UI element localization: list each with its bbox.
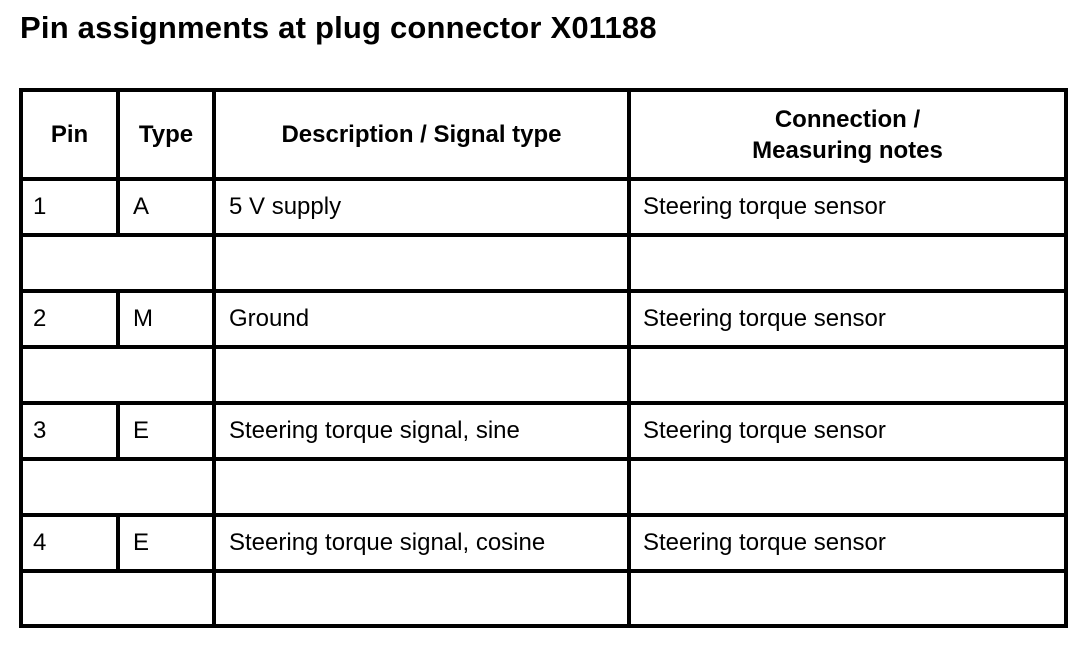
- pin-assignment-table: Pin Type Description / Signal type Conne…: [19, 88, 1068, 628]
- header-connection: Connection / Measuring notes: [631, 92, 1064, 177]
- row-divider: [23, 401, 1064, 405]
- header-description: Description / Signal type: [281, 121, 562, 148]
- pin-cell: 2: [33, 305, 47, 332]
- row-divider: [23, 513, 1064, 517]
- description-cell: Ground: [229, 305, 310, 332]
- row-divider: [23, 345, 1064, 349]
- row-divider: [23, 457, 1064, 461]
- description-cell: Steering torque signal, cosine: [229, 529, 546, 556]
- header-connection-line2: Measuring notes: [752, 136, 943, 164]
- type-cell: E: [133, 417, 150, 444]
- pin-cell: 1: [33, 193, 47, 220]
- column-divider: [116, 517, 120, 569]
- description-cell: Steering torque signal, sine: [229, 417, 520, 444]
- description-cell: 5 V supply: [229, 193, 342, 220]
- row-divider: [23, 233, 1064, 237]
- column-divider: [116, 405, 120, 457]
- row-divider: [23, 569, 1064, 573]
- column-divider: [116, 293, 120, 345]
- connection-cell: Steering torque sensor: [643, 417, 886, 444]
- column-divider: [627, 92, 631, 624]
- column-divider: [212, 92, 216, 624]
- page-title: Pin assignments at plug connector X01188: [20, 10, 657, 45]
- column-divider: [116, 92, 120, 181]
- header-pin: Pin: [50, 121, 89, 148]
- connection-cell: Steering torque sensor: [643, 193, 886, 220]
- pin-cell: 3: [33, 417, 47, 444]
- type-cell: E: [133, 529, 150, 556]
- column-divider: [116, 181, 120, 233]
- pin-cell: 4: [33, 529, 47, 556]
- connection-cell: Steering torque sensor: [643, 529, 886, 556]
- row-divider: [23, 177, 1064, 181]
- header-connection-line1: Connection /: [774, 105, 921, 133]
- row-divider: [23, 289, 1064, 293]
- connection-cell: Steering torque sensor: [643, 305, 886, 332]
- header-type: Type: [138, 121, 194, 148]
- type-cell: A: [133, 193, 150, 220]
- type-cell: M: [133, 305, 153, 332]
